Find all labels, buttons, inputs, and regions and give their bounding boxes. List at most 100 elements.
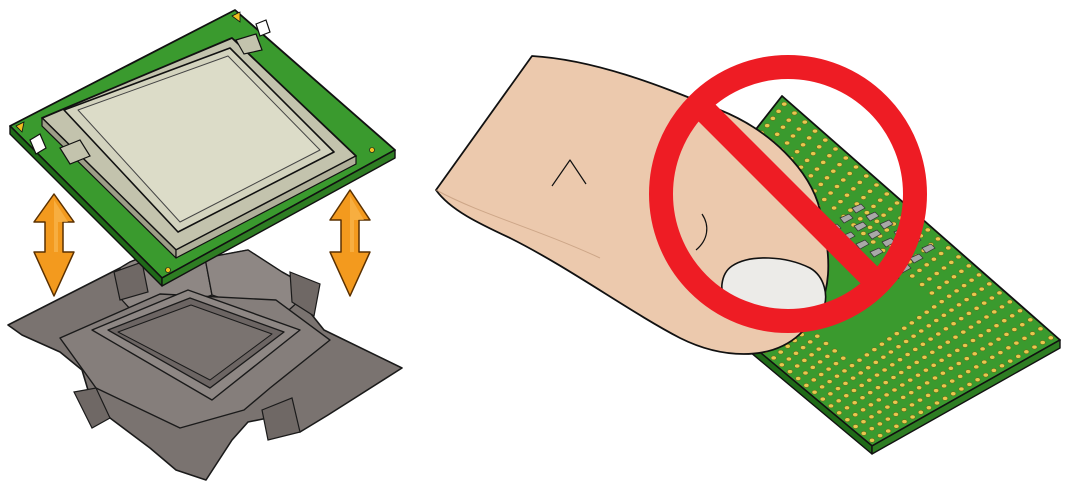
gold-pad: [896, 345, 901, 349]
gold-pad: [834, 374, 839, 378]
gold-pad: [888, 350, 893, 354]
up-down-arrow-right-icon: [330, 190, 370, 296]
gold-pad: [807, 136, 812, 140]
gold-pad: [944, 280, 949, 284]
gold-pad: [922, 355, 927, 359]
gold-pad: [858, 371, 863, 375]
gold-pad: [958, 374, 963, 378]
gold-pad: [828, 404, 833, 408]
gold-pad: [869, 427, 874, 431]
gold-pad: [974, 306, 979, 310]
gold-pad: [1002, 319, 1007, 323]
gold-pad: [902, 326, 907, 330]
gold-pad: [890, 363, 895, 367]
gold-pad: [908, 378, 913, 382]
gold-pad: [875, 386, 880, 390]
gold-pad: [832, 349, 837, 353]
gold-pad: [812, 390, 817, 394]
do-not-touch-illustration: [420, 0, 1078, 483]
gold-pad: [803, 371, 808, 375]
gold-pad: [824, 176, 829, 180]
gold-pad: [843, 156, 848, 160]
gold-pad: [920, 283, 925, 287]
gold-pad: [939, 358, 944, 362]
gold-pad: [837, 411, 842, 415]
gold-pad: [926, 406, 931, 410]
gold-pad: [954, 289, 959, 293]
gold-pad: [786, 118, 791, 122]
gold-pad: [819, 373, 824, 377]
gold-pad: [1017, 309, 1022, 313]
gold-pad: [845, 418, 850, 422]
gold-pad: [867, 189, 872, 193]
gold-pad: [917, 386, 922, 390]
gold-pad: [994, 324, 999, 328]
gold-pad: [873, 360, 878, 364]
gold-pad: [982, 301, 987, 305]
gold-pad: [843, 381, 848, 385]
gold-pad: [950, 379, 955, 383]
gold-pad: [820, 397, 825, 401]
gold-pad: [949, 260, 954, 264]
gold-pad: [909, 321, 914, 325]
gold-pad: [925, 381, 930, 385]
gold-pad: [917, 316, 922, 320]
gold-pad: [966, 264, 971, 268]
gold-pad: [878, 198, 883, 202]
gold-pad: [1008, 359, 1013, 363]
gold-pad: [899, 371, 904, 375]
gold-pad: [969, 278, 974, 282]
gold-pad: [851, 376, 856, 380]
gold-pad: [820, 385, 825, 389]
gold-pad: [826, 367, 831, 371]
gold-pad: [992, 310, 997, 314]
gold-pad: [905, 353, 910, 357]
gold-pad: [929, 291, 934, 295]
gold-pad: [888, 207, 893, 211]
gold-pad: [1040, 341, 1045, 345]
gold-pad: [879, 342, 884, 346]
gold-pad: [805, 158, 810, 162]
gold-pad: [868, 403, 873, 407]
gold-pad: [811, 152, 816, 156]
gold-pad: [1016, 354, 1021, 358]
gold-pad: [802, 120, 807, 124]
gold-pad: [787, 370, 792, 374]
gold-pad: [868, 391, 873, 395]
gold-pad: [914, 360, 919, 364]
gold-pad: [852, 401, 857, 405]
gold-pad: [968, 325, 973, 329]
gold-pad: [785, 141, 790, 145]
gold-pad: [808, 340, 813, 344]
gold-pad: [942, 384, 947, 388]
gold-pad: [927, 277, 932, 281]
gold-pad: [1048, 336, 1053, 340]
gold-pad: [778, 350, 783, 354]
gold-pad: [814, 167, 819, 171]
gold-pad: [835, 387, 840, 391]
gold-pad: [822, 198, 827, 202]
gold-pad: [861, 408, 866, 412]
gold-pad: [984, 315, 989, 319]
gold-pad: [953, 335, 958, 339]
gold-pad: [882, 368, 887, 372]
gold-pad: [818, 182, 823, 186]
gold-pad: [841, 356, 846, 360]
up-down-arrow-left-icon: [34, 194, 74, 296]
gold-pad: [844, 193, 849, 197]
gold-pad: [837, 163, 842, 167]
gold-pad: [859, 383, 864, 387]
gold-pad: [934, 401, 939, 405]
gold-pad: [902, 420, 907, 424]
gold-pad: [861, 232, 866, 236]
gold-pad: [932, 376, 937, 380]
gold-pad: [948, 366, 953, 370]
gold-pad: [858, 217, 863, 221]
gold-pad: [900, 383, 905, 387]
gold-pad: [1004, 332, 1009, 336]
gold-pad: [827, 154, 832, 158]
gold-pad: [801, 143, 806, 147]
gold-pad: [795, 150, 800, 154]
gold-pad: [964, 298, 969, 302]
gold-pad: [941, 266, 946, 270]
